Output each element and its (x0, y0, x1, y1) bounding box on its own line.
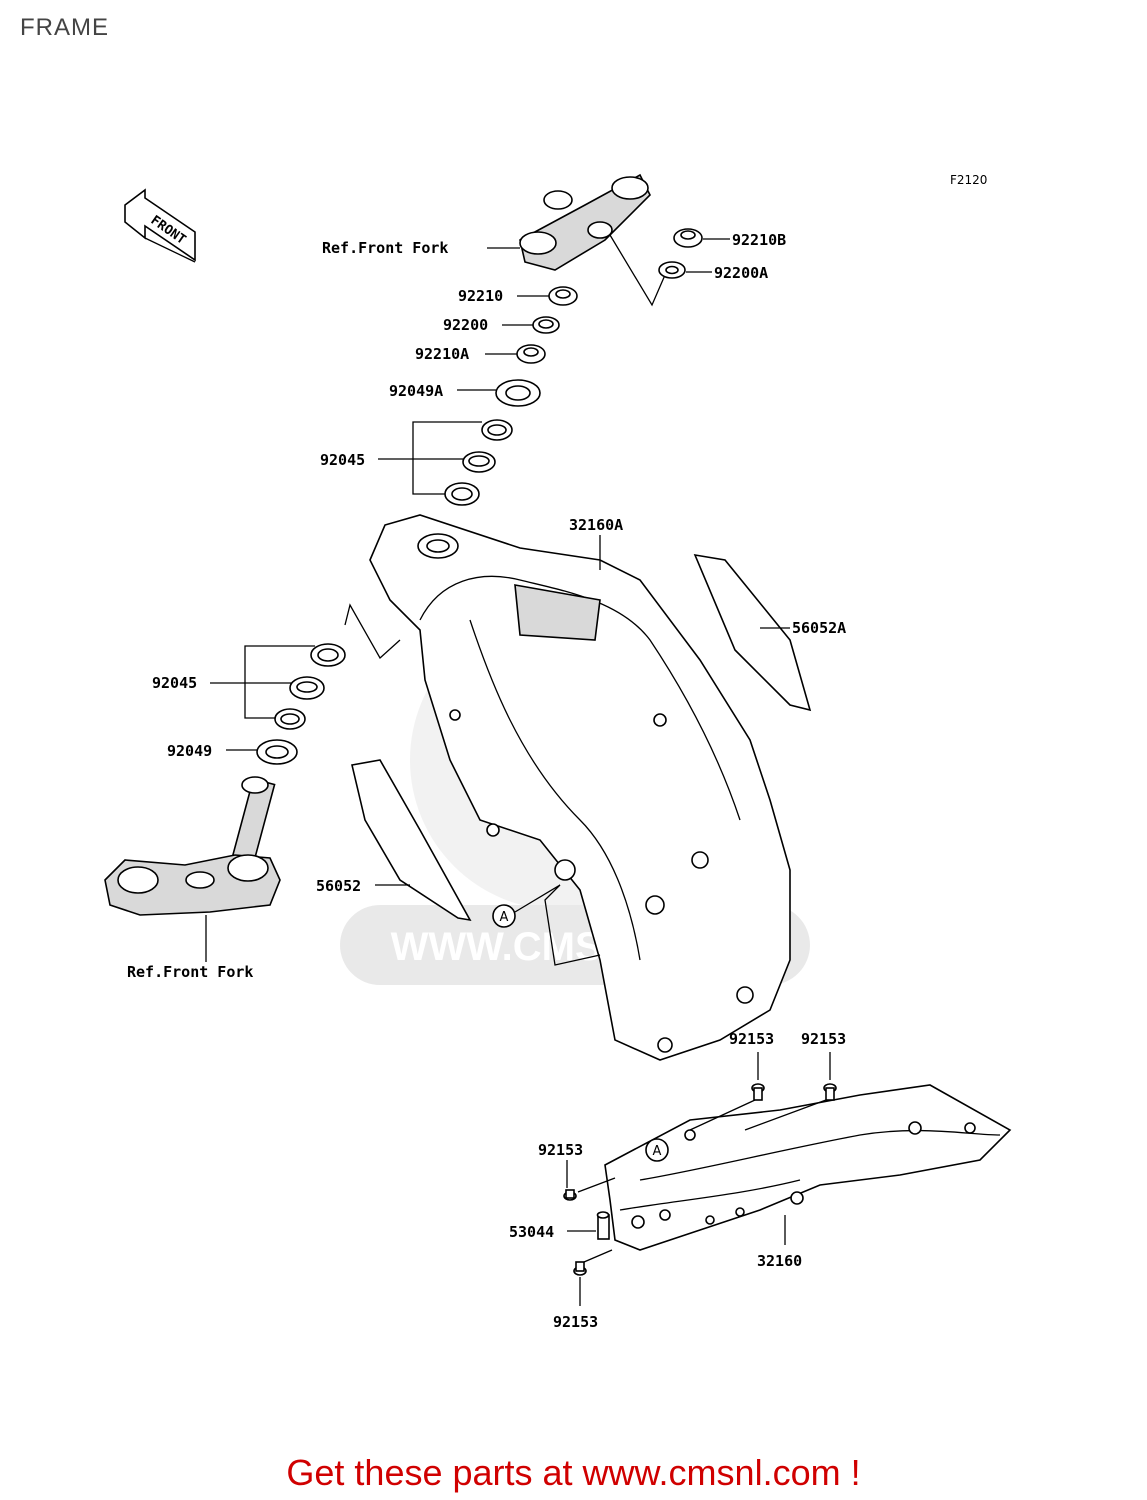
label-32160: 32160 (757, 1252, 802, 1270)
label-92153-c: 92153 (538, 1141, 583, 1159)
lower-triple-clamp (104, 776, 281, 916)
footer-link-text[interactable]: Get these parts at www.cmsnl.com ! (286, 1452, 861, 1493)
frame-parts-diagram: WWW.CMSNL.COM F2120 FRONT Ref.Front Fork… (104, 173, 1012, 1331)
bolt-92153-a (751, 1083, 765, 1101)
seal-92049a (495, 379, 541, 407)
seal-92049 (256, 739, 298, 765)
label-92049a: 92049A (389, 382, 443, 400)
nut-92210a (516, 344, 546, 364)
stem-nut-92210 (548, 286, 578, 306)
figure-code: F2120 (950, 173, 987, 187)
label-92153-b: 92153 (801, 1030, 846, 1048)
nut-92210b (673, 228, 703, 248)
front-arrow-icon: FRONT (124, 188, 196, 263)
bearing-set-92045-upper (444, 419, 513, 506)
label-32160a: 32160A (569, 516, 623, 534)
label-92200: 92200 (443, 316, 488, 334)
label-92153-d: 92153 (553, 1313, 598, 1331)
lock-washer-92200 (532, 316, 560, 334)
label-92045-top: 92045 (320, 451, 365, 469)
svg-text:A: A (500, 910, 509, 925)
label-92210: 92210 (458, 287, 503, 305)
upper-triple-clamp (519, 173, 651, 271)
label-92200a: 92200A (714, 264, 768, 282)
ref-marker-a-lower: A (645, 1138, 669, 1162)
washer-92200a (658, 261, 686, 279)
bolt-92153-b (823, 1083, 837, 1101)
label-92210a: 92210A (415, 345, 469, 363)
label-92153-a: 92153 (729, 1030, 774, 1048)
label-53044: 53044 (509, 1223, 554, 1241)
label-92045-bottom: 92045 (152, 674, 197, 692)
label-92210b: 92210B (732, 231, 786, 249)
bolt-92153-d (573, 1261, 587, 1276)
bearing-set-92045-lower (274, 643, 346, 730)
bolt-92153-c (563, 1189, 577, 1201)
cover-56052 (351, 759, 472, 922)
page-title: FRAME (20, 14, 109, 41)
label-56052: 56052 (316, 877, 361, 895)
label-ref-front-fork-top: Ref.Front Fork (322, 239, 448, 257)
label-92049: 92049 (167, 742, 212, 760)
ref-marker-a-frame: A (492, 904, 516, 928)
label-ref-front-fork-bottom: Ref.Front Fork (127, 963, 253, 981)
collar-53044 (596, 1211, 610, 1240)
cover-56052a (693, 553, 812, 712)
svg-text:A: A (653, 1144, 662, 1159)
label-56052a: 56052A (792, 619, 846, 637)
lower-frame-32160 (604, 1084, 1012, 1251)
main-frame-32160a (369, 514, 791, 1061)
